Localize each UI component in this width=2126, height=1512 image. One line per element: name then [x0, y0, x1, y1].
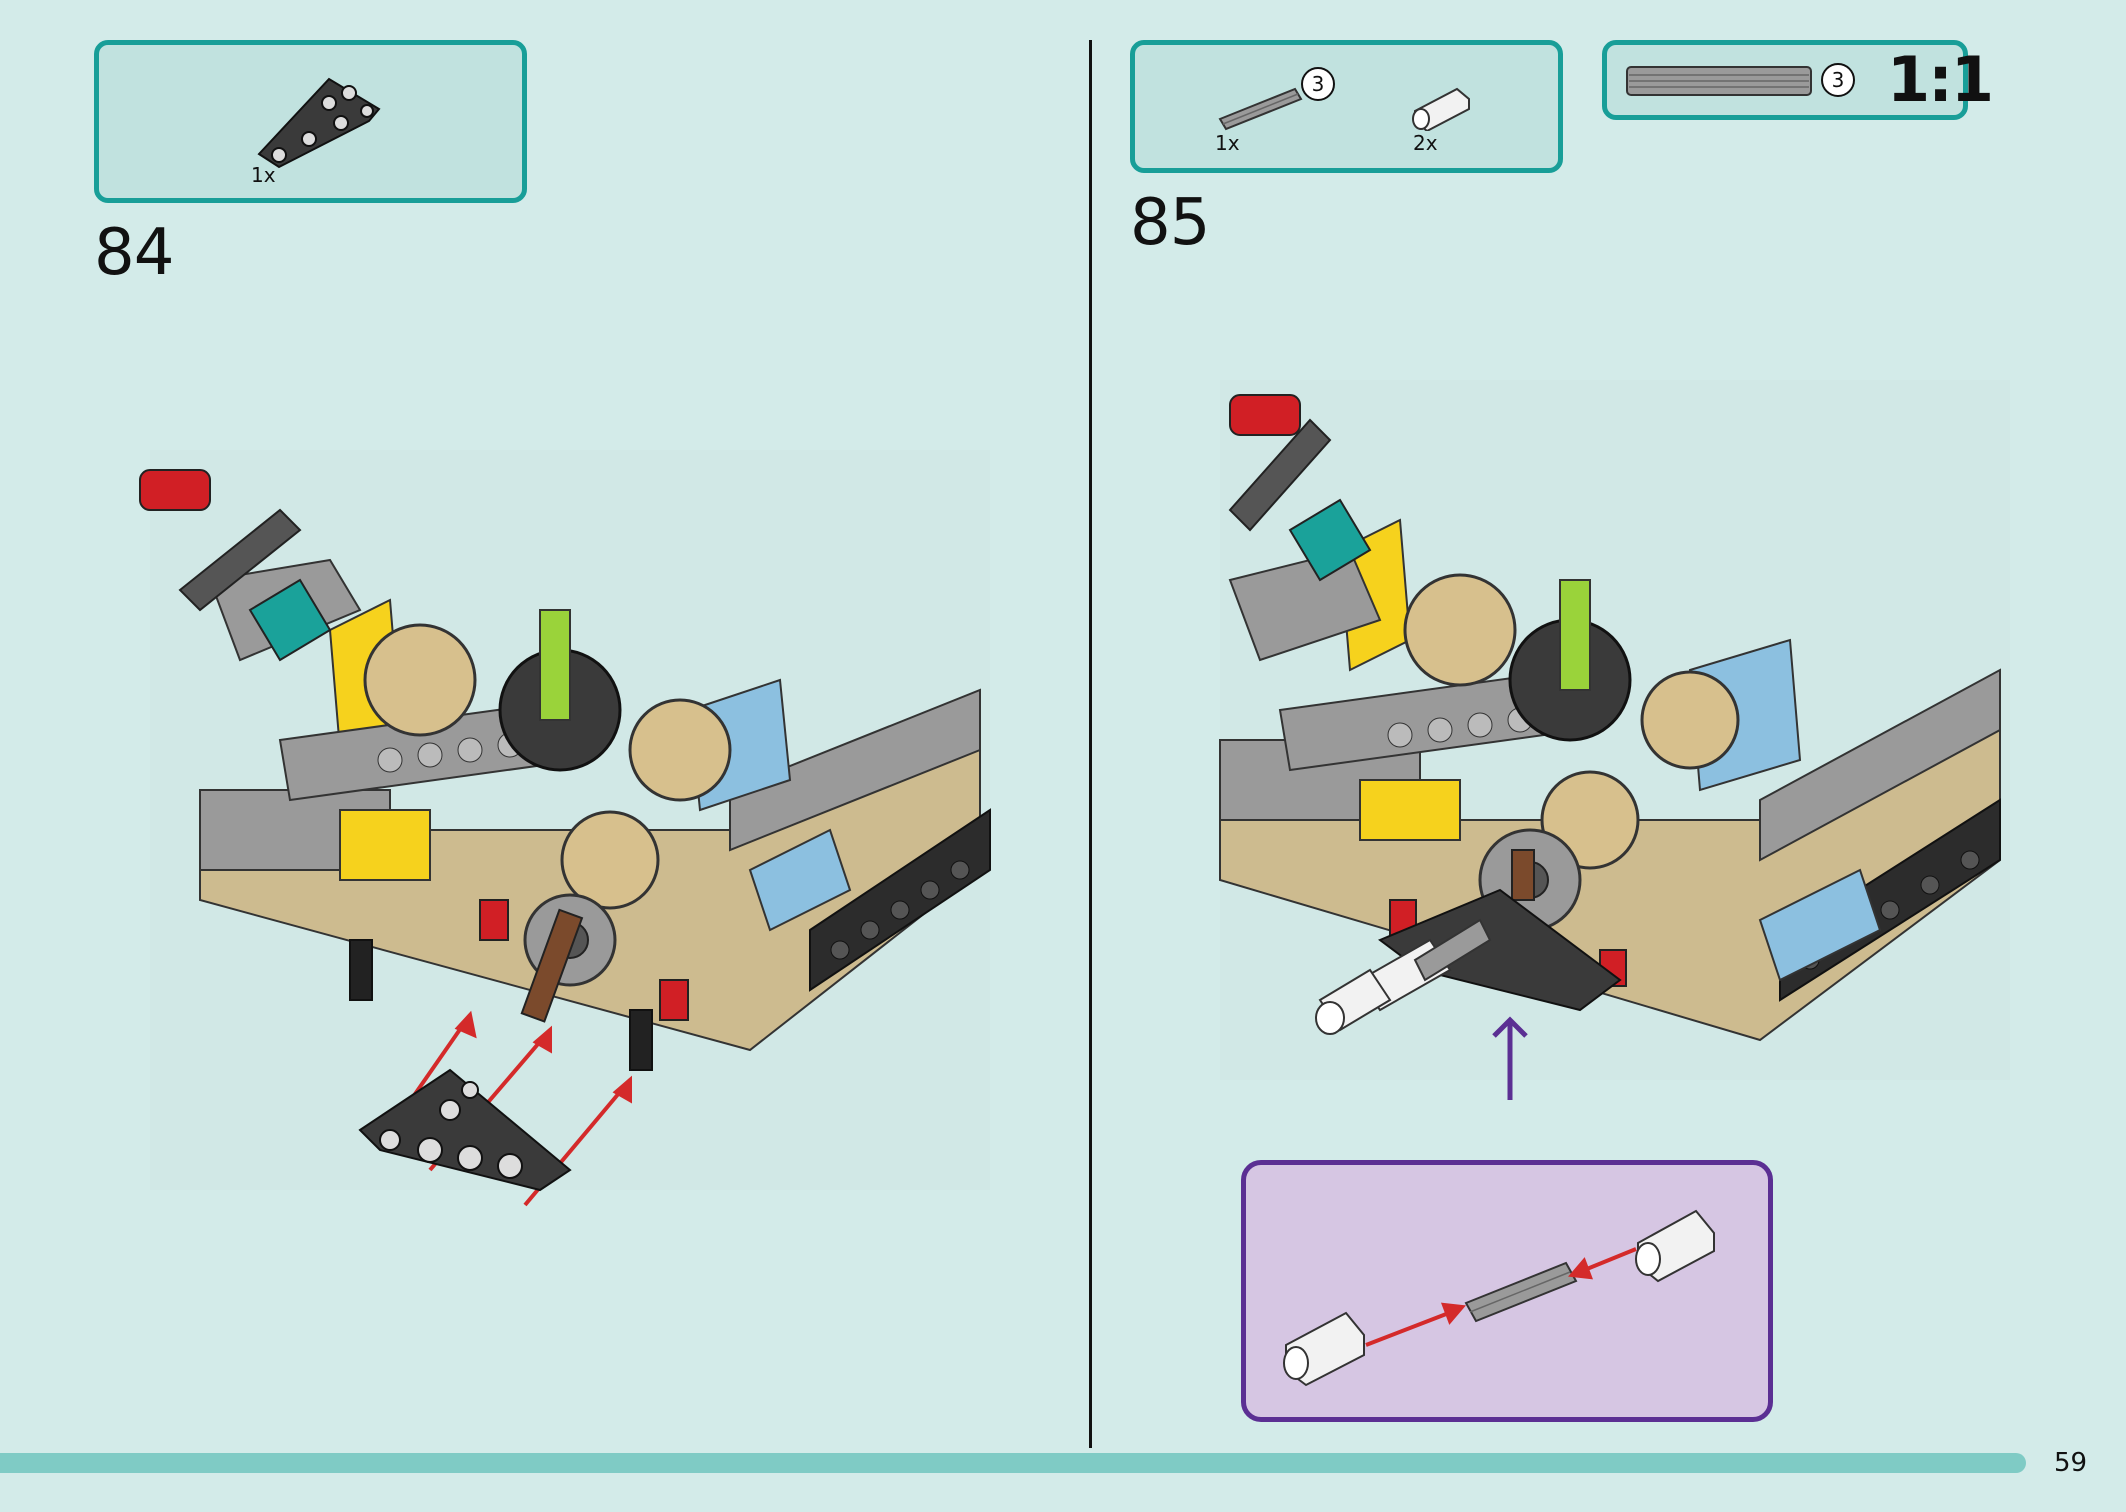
part-quantity: 1x [1215, 131, 1240, 155]
step-84-assembly-illustration [139, 450, 991, 1207]
part-quantity: 1x [251, 163, 276, 187]
footer-bar [0, 1453, 2026, 1473]
scale-callout-box: 3 1:1 [1602, 40, 1994, 120]
triangle-liftarm-icon [257, 77, 381, 169]
scale-length-badge: 3 [1821, 63, 1855, 97]
scale-label: 1:1 [1887, 43, 1994, 116]
step-84-parts-box: 1x [94, 40, 527, 203]
sub-assembly-callout [1241, 1160, 1773, 1422]
step-number: 84 [94, 216, 174, 290]
page-divider [1089, 40, 1092, 1448]
sub-assembly-illustration [1283, 1209, 1715, 1387]
part-length-badge: 3 [1301, 67, 1335, 101]
step-85-assembly-illustration [1219, 380, 2010, 1100]
part-quantity: 2x [1413, 131, 1438, 155]
page-number: 59 [2054, 1448, 2088, 1478]
axle-connector-icon [1412, 87, 1470, 131]
axle-scale-icon [1626, 66, 1812, 96]
axle-icon [1218, 87, 1303, 131]
step-85-parts-box: 3 1x 2x [1130, 40, 1563, 173]
step-number: 85 [1130, 186, 1210, 260]
